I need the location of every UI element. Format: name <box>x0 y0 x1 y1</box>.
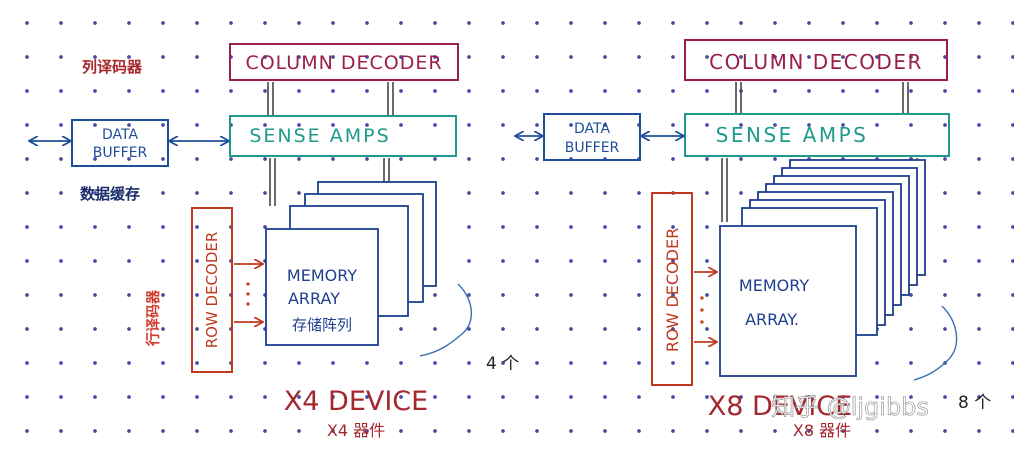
row-decoder-arrows-x8 <box>694 272 716 342</box>
count-brace <box>419 283 472 357</box>
memory-array-label-line2: ARRAY <box>288 289 340 308</box>
memory-array-stack <box>265 181 437 346</box>
sense-amps-label: SENSE AMPS <box>249 125 390 147</box>
row-decoder-label: ROW DECODER <box>203 232 221 349</box>
sense-amps-box-x8 <box>684 113 950 157</box>
device-cn-title: X4 器件 <box>327 421 385 440</box>
sense-amps-label-x8: SENSE AMPS <box>716 123 869 147</box>
column-decoder-connectors <box>267 82 394 115</box>
data-buffer-label-line2-x8: BUFFER <box>565 140 620 156</box>
row-decoder-cn-label: 行译码器 <box>145 289 162 347</box>
memory-array-label-line2-x8: ARRAY. <box>745 310 799 329</box>
sense-amps-box <box>229 115 457 157</box>
x4-device-diagram: 列译码器 COLUMN DECODER SENSE AMPS DATA BUFF… <box>30 43 519 440</box>
column-decoder-connectors-x8 <box>735 82 909 113</box>
row-decoder-label-x8: ROW DECODER <box>663 228 682 352</box>
count-brace-x8 <box>913 305 958 381</box>
data-buffer-label-line1-x8: DATA <box>574 121 610 137</box>
sense-amps-connectors <box>269 158 390 206</box>
array-count-label: 4 个 <box>486 354 519 374</box>
data-buffer-cn-label: 数据缓存 <box>80 185 140 203</box>
x8-device-diagram: COLUMN DECODER SENSE AMPS DATA BUFFER ME… <box>516 39 991 440</box>
device-title-x8: X8 DEVICE <box>708 391 852 422</box>
data-buffer-label-line1: DATA <box>102 127 138 143</box>
device-cn-title-x8: X8 器件 <box>793 421 851 440</box>
column-decoder-cn-label: 列译码器 <box>82 58 143 76</box>
column-decoder-label: COLUMN DECODER <box>245 52 442 74</box>
device-title: X4 DEVICE <box>284 386 428 417</box>
column-decoder-label-x8: COLUMN DECODER <box>709 50 923 74</box>
column-decoder-box-x8 <box>684 39 948 81</box>
memory-array-label-line1: MEMORY <box>287 266 357 285</box>
row-decoder-box-x8 <box>651 192 693 386</box>
memory-array-stack-x8 <box>719 159 926 377</box>
row-decoder-arrows <box>234 264 262 322</box>
column-decoder-box <box>229 43 459 81</box>
memory-array-label-line1-x8: MEMORY <box>739 276 809 295</box>
watermark: 知乎 @ljgibbs <box>771 393 929 421</box>
array-count-label-x8: 8 个 <box>958 393 991 413</box>
data-buffer-label-line2: BUFFER <box>93 145 148 161</box>
memory-array-cn-label: 存储阵列 <box>292 316 352 334</box>
row-decoder-box <box>191 207 233 373</box>
